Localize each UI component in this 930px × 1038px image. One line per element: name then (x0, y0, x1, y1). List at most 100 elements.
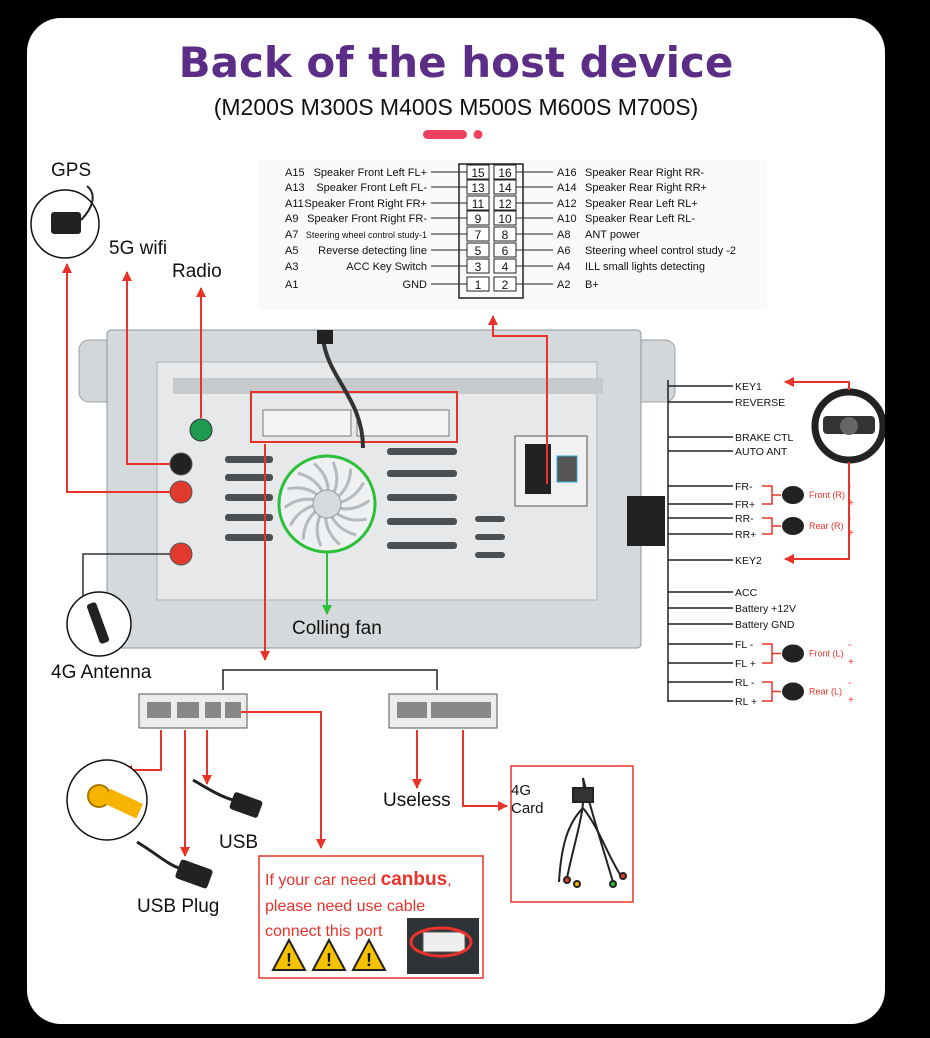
rca-camera-icon (66, 759, 148, 841)
pin-label-left: Speaker Front Left FL- (316, 182, 427, 194)
antenna-wire (82, 553, 170, 598)
speaker-icon (782, 682, 804, 701)
pin-label-right: Speaker Rear Left RL- (585, 213, 695, 225)
wifi-label: 5G wifi (109, 238, 167, 259)
internal-cable (321, 337, 365, 449)
pin-id-right: A8 (557, 229, 570, 241)
pin-number-right: 4 (502, 260, 509, 274)
warning-icon (351, 937, 387, 971)
pin-label-left: GND (403, 279, 428, 291)
main-connector-right (356, 409, 450, 437)
pin-label-left: Speaker Front Left FL+ (314, 167, 427, 179)
pin-number-left: 15 (471, 166, 485, 180)
speaker-icon (782, 644, 804, 663)
pin-label-left: Reverse detecting line (318, 245, 427, 257)
pin-box-left (466, 210, 490, 226)
pin-id-right: A12 (557, 198, 577, 210)
pin-label-right: B+ (585, 279, 599, 291)
harness-plug (627, 496, 665, 546)
speaker-plus: + (848, 695, 854, 706)
speaker-label: Rear (L) (809, 687, 842, 697)
antenna-label: 4G Antenna (51, 662, 152, 683)
head-unit-back-panel (78, 329, 676, 649)
pin-number-left: 5 (475, 244, 482, 258)
bottom-cable-split (222, 669, 438, 690)
pin-id-right: A10 (557, 213, 577, 225)
pin-label-right: Speaker Rear Right RR- (585, 167, 705, 179)
pin-box-left (466, 226, 490, 242)
vent-slot (225, 494, 273, 501)
pin-id-left: A5 (285, 245, 298, 257)
harness-wire-label: FR+ (735, 499, 755, 511)
canbus-wire (241, 711, 326, 849)
page-subtitle: (M200S M300S M400S M500S M600S M700S) (214, 94, 699, 120)
panel-vent-row (173, 378, 603, 394)
pin-id-left: A7 (285, 229, 298, 241)
harness-wire-label: KEY2 (735, 555, 762, 567)
vent-slot (225, 456, 273, 463)
accent-bar (423, 130, 467, 139)
wifi-wire (122, 271, 170, 465)
harness-wire-label: REVERSE (735, 397, 785, 409)
warning-icons: !!! (271, 937, 387, 971)
vent-slot (387, 494, 457, 501)
antenna-4g-port (169, 542, 193, 566)
pin-number-right: 14 (498, 181, 512, 195)
key2-wire (784, 462, 850, 564)
pin-number-left: 7 (475, 228, 482, 242)
usb-plug-label: USB Plug (137, 896, 219, 917)
pin-label-right: ANT power (585, 229, 640, 241)
speaker-plus: + (848, 657, 854, 668)
key1-wire (784, 377, 850, 390)
pin-id-left: A3 (285, 261, 298, 273)
pin-number-left: 13 (471, 181, 485, 195)
pin-box-left (466, 276, 490, 292)
speaker-label: Front (R) (809, 490, 845, 500)
gps-antenna-icon (30, 185, 100, 259)
pin-box-left (466, 195, 490, 211)
pin-id-left: A11 (285, 198, 304, 210)
pin-id-right: A14 (557, 182, 577, 194)
useless-label: Useless (383, 790, 451, 811)
pin-label-right: Steering wheel control study -2 (585, 245, 736, 257)
internal-cable-plug (317, 330, 333, 344)
diagram-card: Back of the host device (M200S M300S M40… (27, 18, 885, 1024)
harness-wire-label: FL + (735, 658, 756, 670)
antenna-4g-icon (66, 591, 132, 657)
canbus-note-line1: If your car need canbus, (265, 869, 452, 890)
gps-port (169, 480, 193, 504)
vent-slot (475, 516, 505, 522)
usb-icon (192, 778, 263, 818)
iso-socket-latch (556, 455, 578, 483)
pin-id-right: A2 (557, 279, 570, 291)
pin-label-left: Speaker Front Right FR+ (304, 198, 427, 210)
canbus-note-line2: please need use cable (265, 898, 425, 915)
harness-wire-label: RL + (735, 696, 757, 708)
usb-label: USB (219, 832, 258, 853)
pin-number-left: 1 (475, 278, 482, 292)
pin-id-left: A15 (285, 167, 305, 179)
harness-wire-label: Battery +12V (735, 603, 796, 615)
harness-wire-label: RR- (735, 513, 754, 525)
harness-wire-label: ACC (735, 587, 758, 599)
vent-slot (225, 534, 273, 541)
speaker-icon (782, 486, 804, 504)
speaker-wire (762, 681, 773, 702)
harness-wire-label: Battery GND (735, 619, 795, 631)
harness-wire-label: FR- (735, 481, 753, 493)
pin-number-left: 9 (475, 212, 482, 226)
canbus-note-line3: connect this port (265, 923, 383, 940)
speaker-plus: + (848, 528, 854, 539)
vent-slot (387, 542, 457, 549)
pin-label-right: ILL small lights detecting (585, 261, 705, 273)
connector-outline (458, 163, 524, 299)
radio-port (189, 418, 213, 442)
usb-plug-icon (136, 840, 213, 889)
pin-box-left (466, 179, 490, 195)
pin-number-right: 10 (498, 212, 512, 226)
vent-slot (387, 448, 457, 455)
pin-id-right: A16 (557, 167, 577, 179)
